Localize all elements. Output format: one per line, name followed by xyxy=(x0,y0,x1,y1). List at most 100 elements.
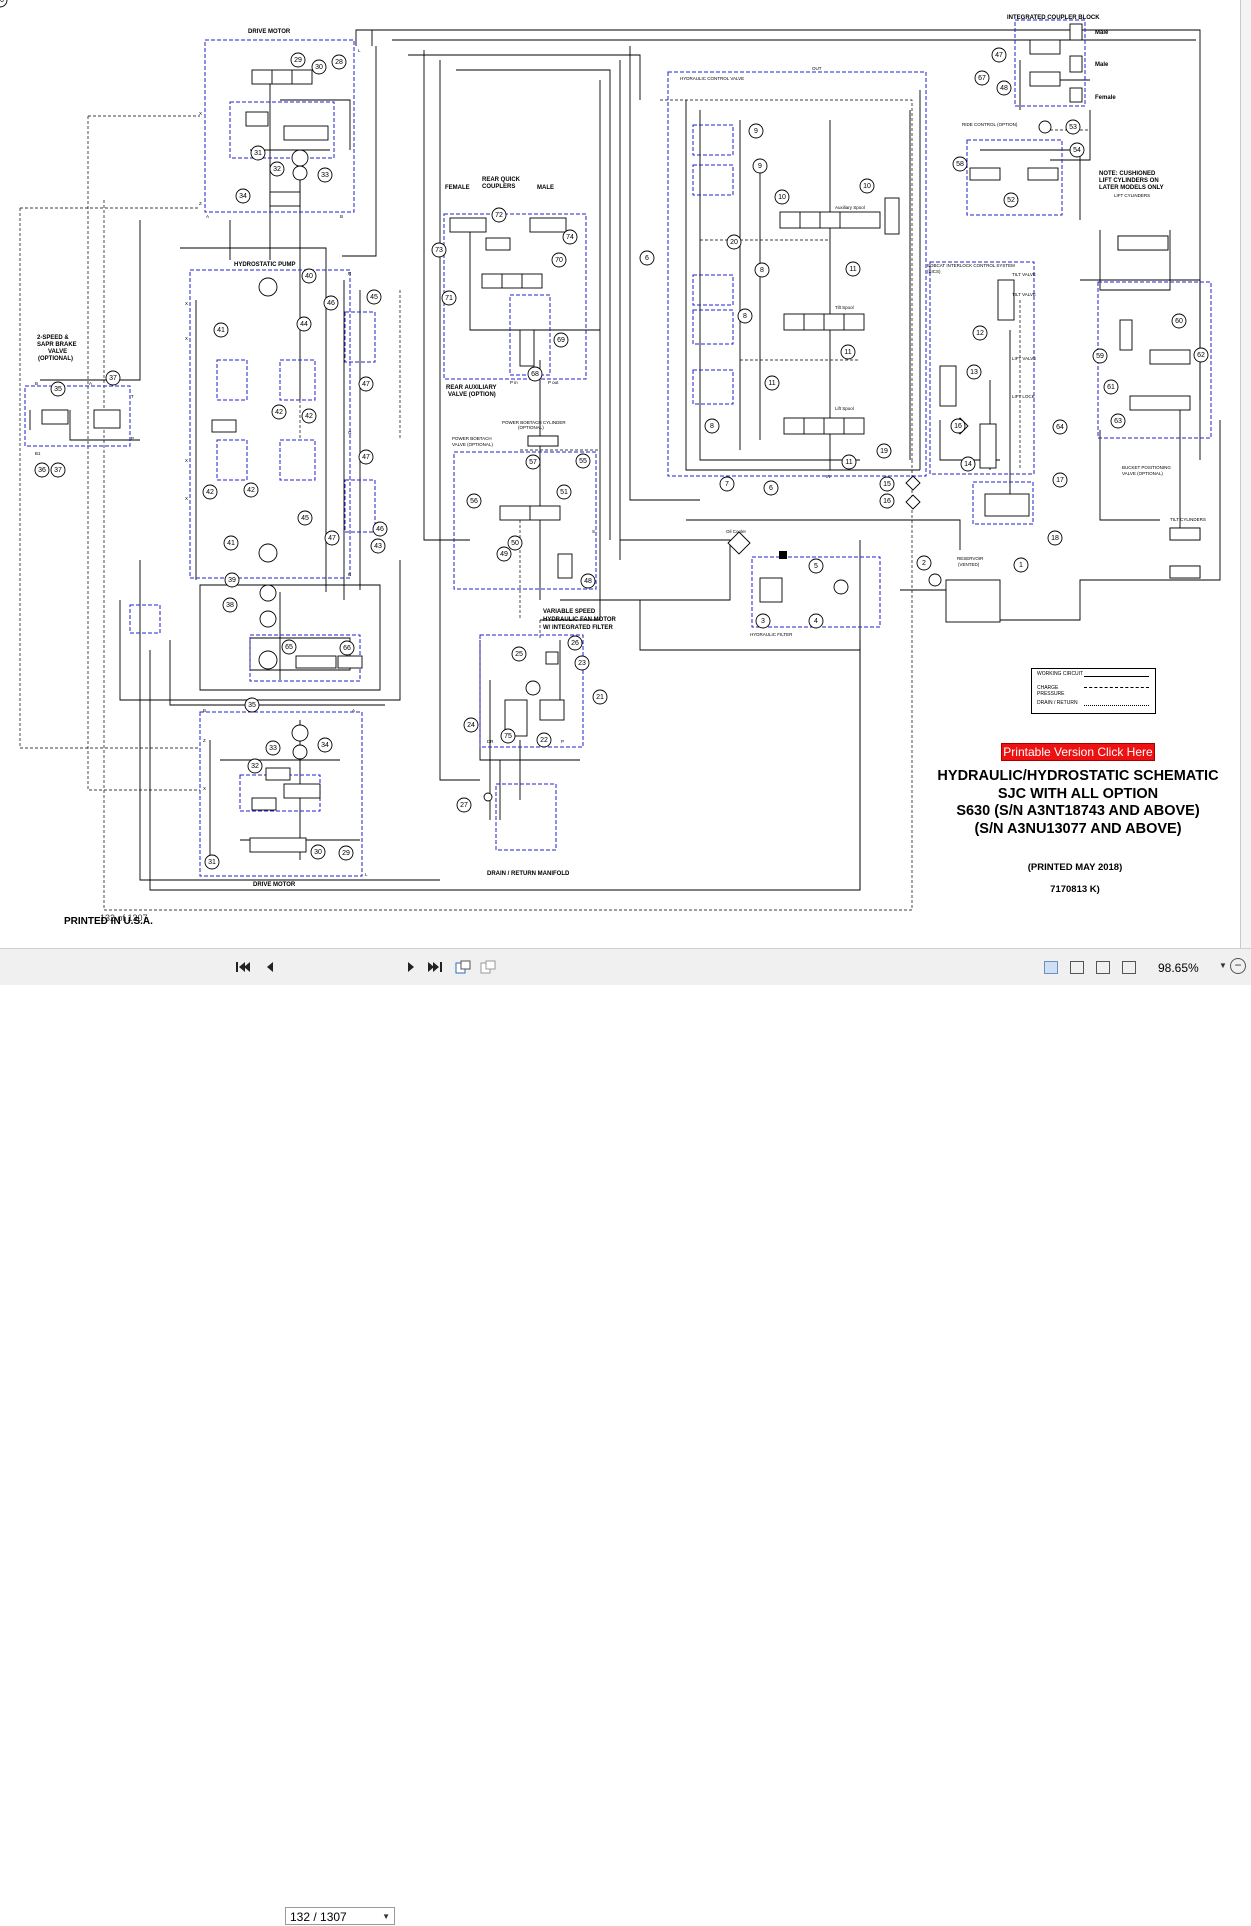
callout-circle xyxy=(808,558,824,574)
zoom-dropdown-icon[interactable]: ▼ xyxy=(1219,961,1227,970)
callout-circle xyxy=(338,845,354,861)
callout-circle xyxy=(574,655,590,671)
port-label: G xyxy=(348,430,352,435)
label-hydraulic-filter: HYDRAULIC FILTER xyxy=(750,632,793,637)
label-rear-aux-2: VALVE (OPTION) xyxy=(448,392,496,398)
port-label: A xyxy=(89,381,92,386)
callout-circle xyxy=(876,443,892,459)
printable-version-button[interactable]: Printable Version Click Here xyxy=(1001,743,1155,761)
callout-number: 42 xyxy=(275,409,283,416)
callout-number: 2 xyxy=(922,560,926,567)
callout-number: 38 xyxy=(226,602,234,609)
callout-circle xyxy=(224,572,240,588)
callout-number: 6 xyxy=(645,255,649,262)
callout-circle xyxy=(323,295,339,311)
title-line-1: HYDRAULIC/HYDROSTATIC SCHEMATIC xyxy=(937,768,1219,784)
callout-circle xyxy=(754,262,770,278)
callout-circle xyxy=(223,535,239,551)
drain-manifold-box xyxy=(495,783,557,851)
label-lift-spool: Lift Spool xyxy=(835,406,854,411)
callout-circle xyxy=(764,375,780,391)
callout-number: 27 xyxy=(460,802,468,809)
scrollbar-track[interactable] xyxy=(1240,0,1251,948)
callout-circle xyxy=(808,613,824,629)
callout-circle xyxy=(1013,557,1029,573)
rotate-icon[interactable] xyxy=(455,959,471,975)
callout-number: 43 xyxy=(374,543,382,550)
two-page-icon[interactable] xyxy=(1096,961,1110,974)
label-power-bobtach-valve-2: VALVE (OPTIONAL) xyxy=(452,442,493,447)
callout-number: 30 xyxy=(315,64,323,71)
label-variable-speed-3: W/ INTEGRATED FILTER xyxy=(543,625,613,631)
callout-number: 46 xyxy=(327,300,335,307)
port-label: X xyxy=(185,496,188,501)
label-two-speed-4: (OPTIONAL) xyxy=(38,356,73,362)
callout-number: 24 xyxy=(467,722,475,729)
hydraulic-control-valve-box xyxy=(667,71,927,477)
callout-circle xyxy=(1193,347,1209,363)
label-reservoir-1: RESERVOIR xyxy=(957,556,984,561)
callout-number: 25 xyxy=(515,651,523,658)
first-page-icon[interactable] xyxy=(235,959,251,975)
callout-number: 44 xyxy=(300,321,308,328)
callout-circle xyxy=(991,47,1007,63)
callout-circle xyxy=(556,484,572,500)
bics-box xyxy=(929,261,1035,475)
callout-circle xyxy=(1069,142,1085,158)
callout-number: 62 xyxy=(1197,352,1205,359)
callout-number: 60 xyxy=(1175,318,1183,325)
callout-number: 20 xyxy=(730,239,738,246)
port-label: A xyxy=(352,708,355,713)
drive-motor-top-box xyxy=(204,39,355,213)
label-tilt-valve: TILT VALVE xyxy=(1012,272,1036,277)
last-page-icon[interactable] xyxy=(427,959,443,975)
next-page-icon[interactable] xyxy=(403,959,419,975)
legend-working-label: WORKING CIRCUIT xyxy=(1037,671,1084,677)
callout-circle xyxy=(290,52,306,68)
callout-circle xyxy=(339,640,355,656)
page-ghost-text: 132 of 1307 xyxy=(100,913,148,923)
single-page-icon[interactable] xyxy=(1044,961,1058,974)
page-dropdown-icon[interactable]: ▼ xyxy=(382,1912,390,1921)
port-label: DR xyxy=(487,739,494,744)
label-auxiliary-spool: Auxiliary Spool xyxy=(835,205,865,210)
callout-number: 11 xyxy=(845,459,852,466)
callout-circle xyxy=(317,167,333,183)
callout-circle xyxy=(974,70,990,86)
callout-number: 47 xyxy=(995,52,1003,59)
callout-number: 8 xyxy=(760,267,764,274)
callout-number: 48 xyxy=(1000,85,1008,92)
callout-number: 51 xyxy=(560,489,568,496)
label-two-speed-3: VALVE xyxy=(48,349,67,355)
callout-circle xyxy=(372,521,388,537)
callout-circle xyxy=(536,732,552,748)
callout-number: 41 xyxy=(217,327,225,334)
callout-circle xyxy=(719,476,735,492)
callout-number: 33 xyxy=(321,172,329,179)
callout-circle xyxy=(859,178,875,194)
label-bics-2: (BICS) xyxy=(927,269,941,274)
part-number: 7170813 K) xyxy=(1050,884,1100,895)
port-label: S xyxy=(592,529,595,534)
prev-page-icon[interactable] xyxy=(262,959,278,975)
zoom-value[interactable]: 98.65% xyxy=(1158,961,1199,975)
callout-number: 50 xyxy=(511,540,519,547)
callout-number: 35 xyxy=(248,702,256,709)
callout-circle xyxy=(202,484,218,500)
label-oil-cooler: Oil Cooler xyxy=(726,529,747,534)
page-number-input[interactable]: 132 / 1307 ▼ xyxy=(285,1907,395,1925)
fit-icon[interactable] xyxy=(480,959,496,975)
legend-drain: DRAIN / RETURN xyxy=(1032,700,1155,711)
callout-number: 3 xyxy=(761,618,765,625)
two-page-continuous-icon[interactable] xyxy=(1122,961,1136,974)
label-male-a: Male xyxy=(1095,30,1109,36)
callout-number: 61 xyxy=(1107,384,1115,391)
callout-number: 33 xyxy=(269,745,277,752)
zoom-out-icon[interactable]: − xyxy=(1230,958,1246,974)
callout-circle xyxy=(840,344,856,360)
callout-circle xyxy=(527,366,543,382)
continuous-icon[interactable] xyxy=(1070,961,1084,974)
callout-number: 11 xyxy=(768,380,775,387)
title-line-4: (S/N A3NU13077 AND ABOVE) xyxy=(974,820,1182,837)
callout-number: 75 xyxy=(504,733,512,740)
